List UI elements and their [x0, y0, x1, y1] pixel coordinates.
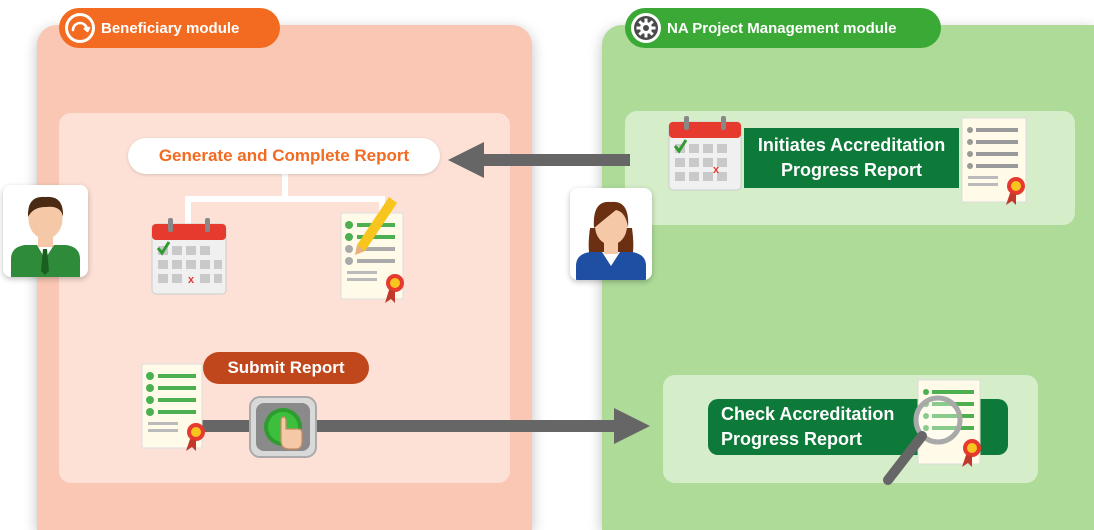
check-line-2: Progress Report: [721, 429, 863, 449]
man-avatar: [3, 185, 88, 277]
gear-icon: [631, 13, 661, 43]
arrow-initiate-to-generate: [448, 142, 630, 178]
certificate-icon: [141, 363, 205, 451]
submit-report-label: Submit Report: [203, 352, 369, 384]
svg-text:x: x: [188, 274, 195, 286]
generate-report-label: Generate and Complete Report: [128, 138, 440, 174]
na-module-title: NA Project Management module: [667, 19, 897, 37]
certificate-pencil-icon: [340, 197, 404, 303]
initiates-line-1: Initiates Accreditation: [757, 135, 946, 155]
hand-press-button-icon: [249, 396, 317, 458]
magnifier-certificate-icon: [883, 379, 981, 485]
initiates-line-2: Progress Report: [780, 160, 923, 180]
certificate-icon-na: [961, 117, 1027, 205]
calendar-icon: x: [151, 218, 227, 295]
refresh-icon: [65, 13, 95, 43]
beneficiary-module-title: Beneficiary module: [101, 19, 240, 37]
calendar-icon-na: x: [668, 116, 742, 191]
beneficiary-module-header: Beneficiary module: [59, 8, 280, 48]
svg-text:x: x: [713, 164, 720, 176]
woman-avatar: [570, 188, 652, 280]
initiates-report-box: Initiates Accreditation Progress Report: [744, 128, 959, 188]
na-module-header: NA Project Management module: [625, 8, 941, 48]
check-line-1: Check Accreditation: [721, 404, 895, 424]
